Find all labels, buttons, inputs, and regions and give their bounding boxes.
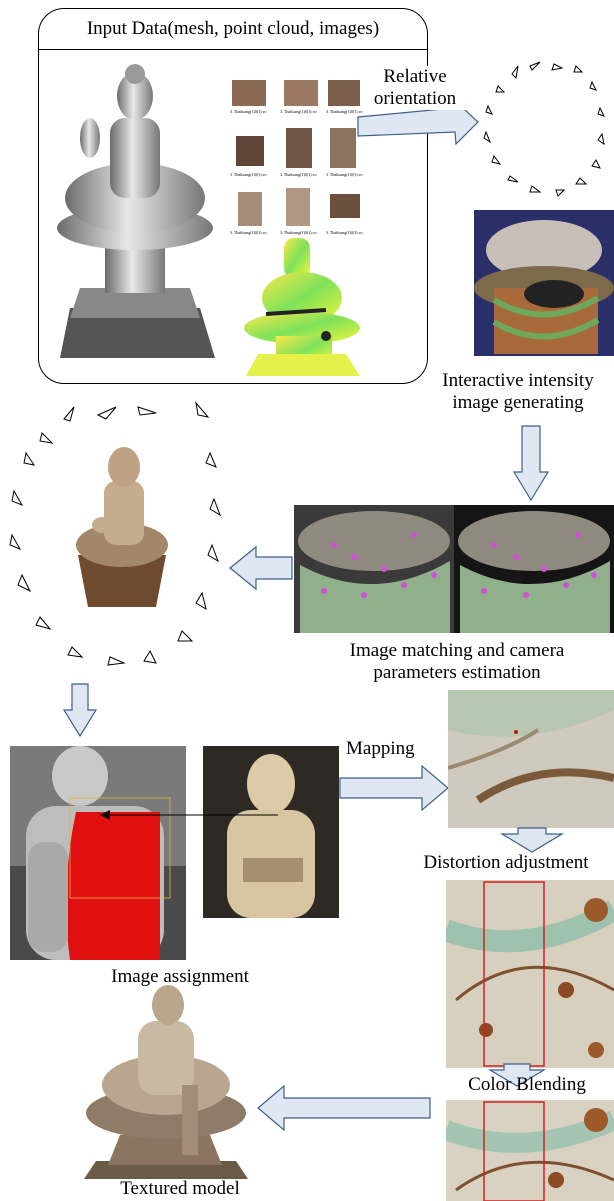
mesh-statue-image [50,58,220,373]
down-arrow-to-matching [512,424,550,504]
thumbnail-image [236,136,264,166]
relative-orientation-label: Relative orientation [360,66,470,110]
thumbnail-caption: 3. Thailuang(1)0(1).vo [230,230,266,235]
thumbnail-image [330,194,360,218]
textured-model-image [80,985,254,1181]
thumbnail-caption: 3. Thailuang(1)0(1).vo [280,109,316,114]
thumbnail-image [238,192,262,226]
thumbnail-image [286,188,310,226]
distortion-label: Distortion adjustment [398,852,614,874]
camera-ring-top [472,56,614,204]
thumbnail-image [232,80,266,106]
thumbnail-image [284,80,318,106]
thumbnail-caption: 3. Thailuang(1)0(1).vo [326,172,362,177]
mapped-texture-image [448,690,614,828]
camera-ring-statue [6,395,242,675]
intensity-label: Interactive intensity image generating [422,370,614,414]
left-arrow-to-textured-model [256,1084,432,1132]
relative-orientation-arrow [356,104,480,146]
mapping-label: Mapping [346,738,415,760]
thumbnail-image [286,128,312,168]
assignment-mesh-image [10,746,186,960]
source-photo [203,746,339,918]
textured-model-label: Textured model [60,1178,300,1200]
thumbnail-image [328,80,362,106]
color-blending-label: Color Blending [440,1074,614,1096]
input-data-title: Input Data(mesh, point cloud, images) [38,18,428,40]
down-arrow-to-assignment [62,682,98,738]
mapping-arrow [338,764,450,812]
blended-texture-image [446,1100,614,1201]
point-cloud-image [236,236,370,382]
thumbnail-caption: 3. Thailuang(1)0(1).vo [280,172,316,177]
down-arrow-to-distortion [500,826,564,854]
thumbnail-caption: 3. Thailuang(1)0(1).vo [280,230,316,235]
thumbnail-caption: 3. Thailuang(1)0(1).vo [230,109,266,114]
distortion-texture-image [446,880,614,1068]
thumbnail-caption: 3. Thailuang(1)0(1).vo [326,230,362,235]
matching-image [294,505,614,633]
intensity-image [474,210,614,356]
thumbnail-image [330,128,356,168]
thumbnail-caption: 3. Thailuang(1)0(1).vo [230,172,266,177]
assignment-pointer-arrow [100,808,280,822]
matching-label: Image matching and camera parameters est… [300,640,614,684]
